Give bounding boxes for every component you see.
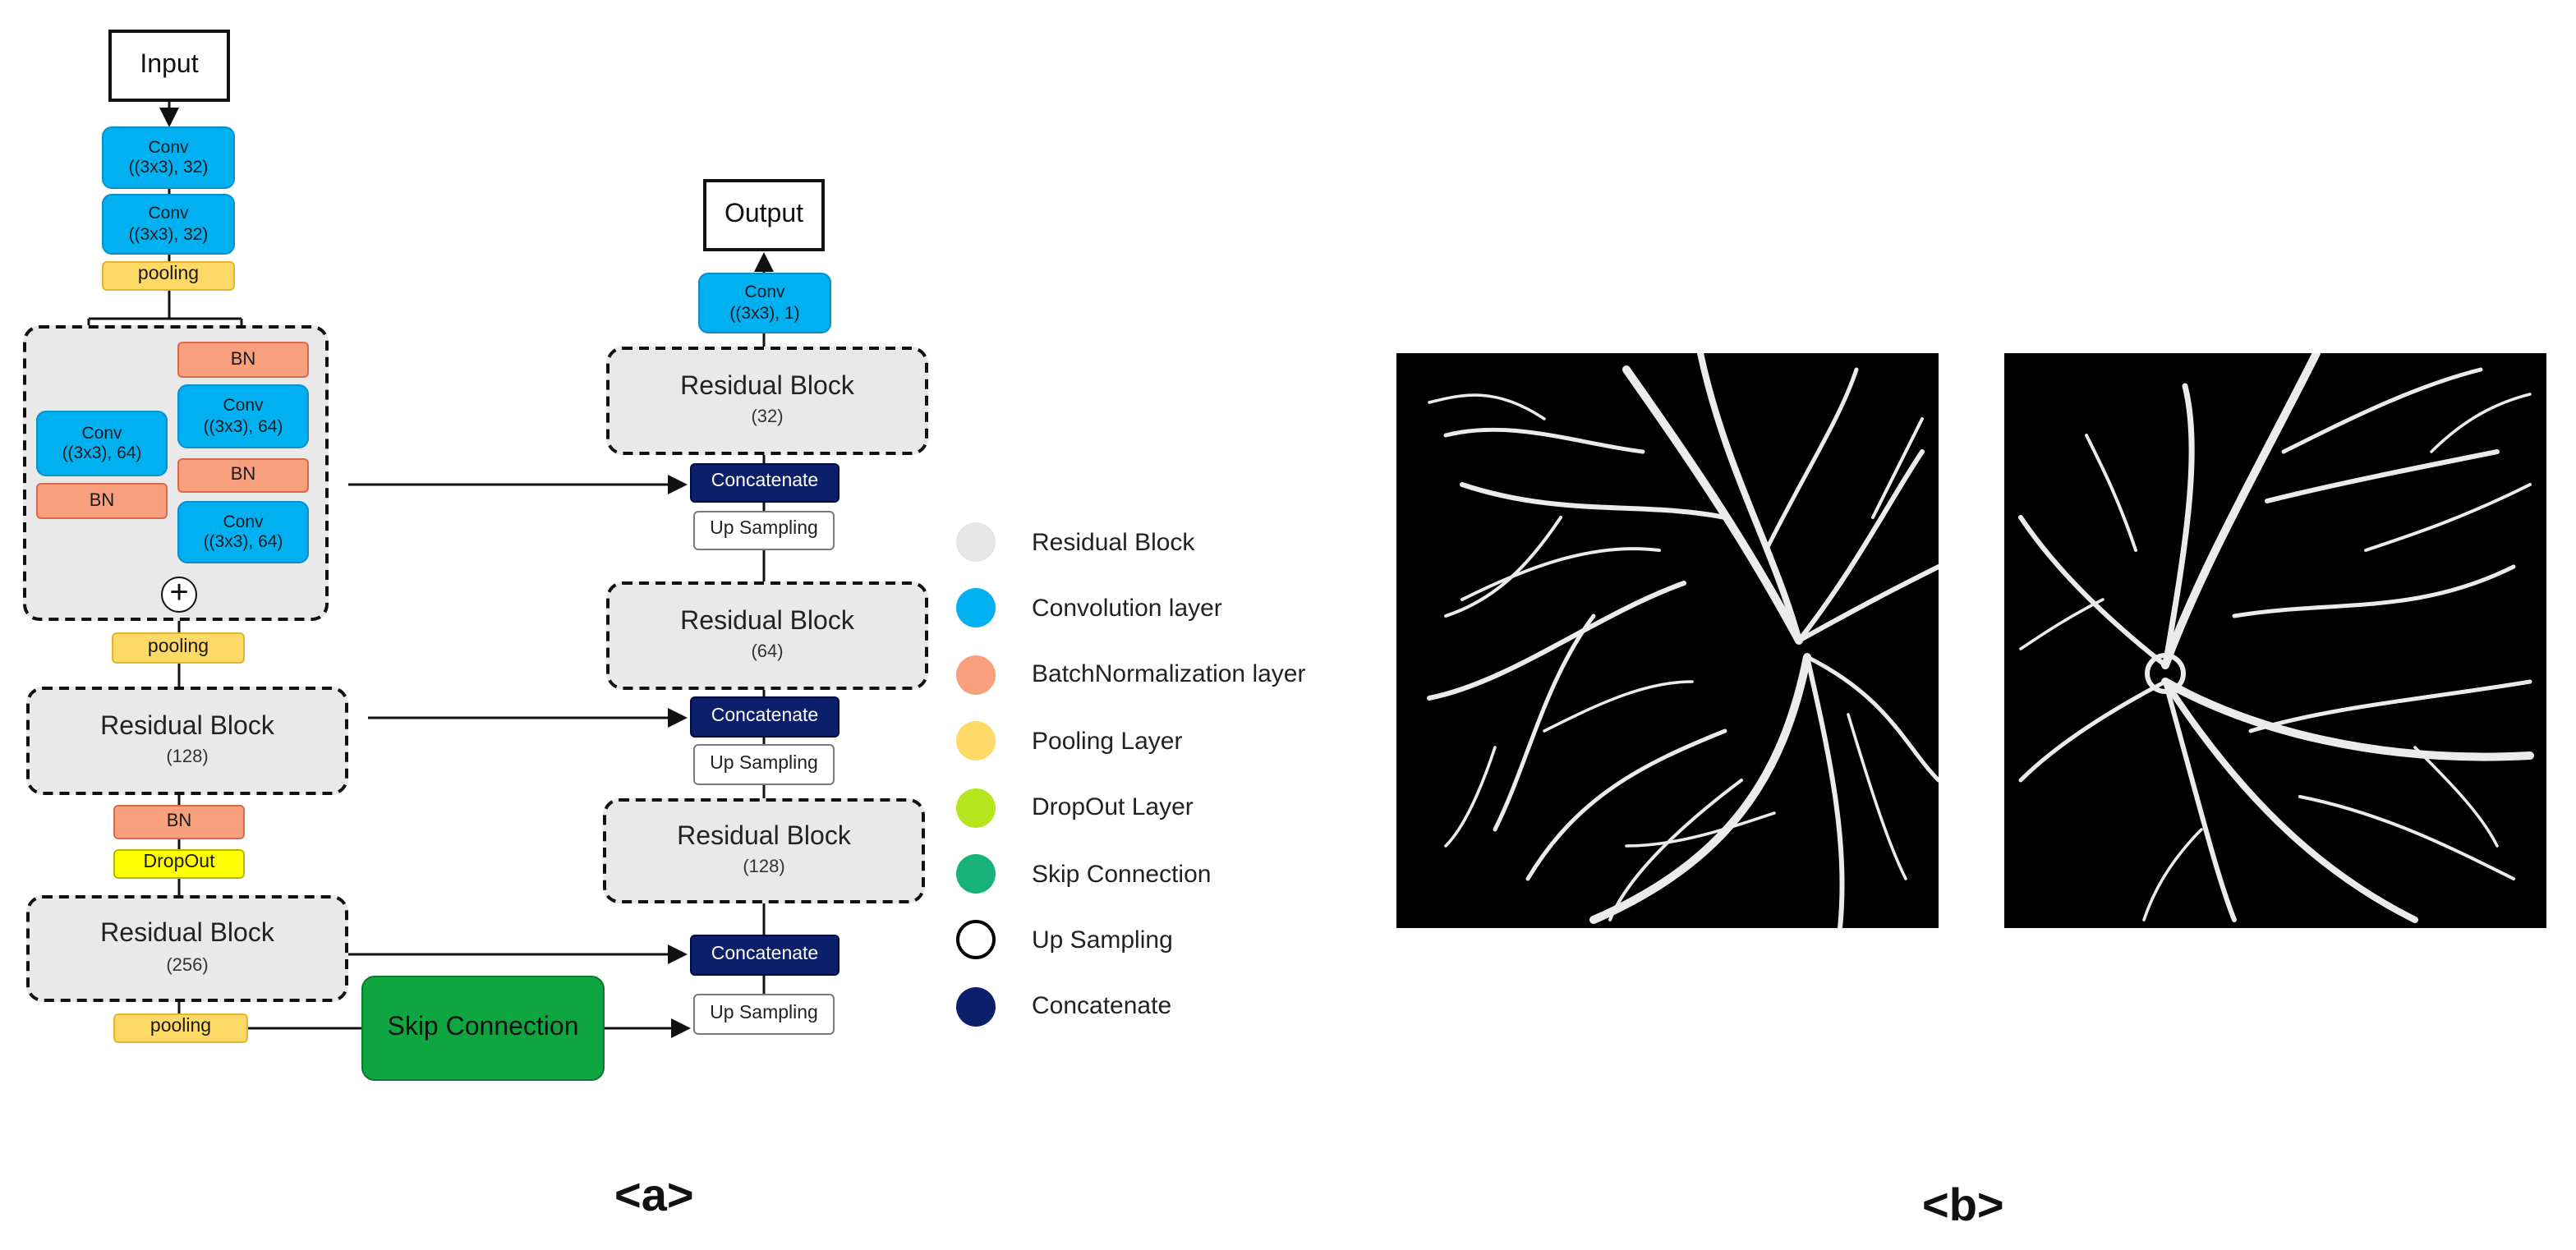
upsampling-layer-3: Up Sampling xyxy=(693,994,835,1035)
decoder-residual-block-128: Residual Block (128) xyxy=(603,798,925,903)
conv-layer-a: Conv ((3x3), 64) xyxy=(177,384,309,448)
conv-title: Conv xyxy=(223,512,264,532)
decoder-residual-block-32: Residual Block (32) xyxy=(606,347,928,455)
shortcut-bn-layer: BN xyxy=(36,483,168,519)
arrow-res256-concat xyxy=(345,940,688,964)
legend-label: Skip Connection xyxy=(1032,860,1212,888)
conv-title: Conv xyxy=(223,396,264,416)
vessel-tree-1 xyxy=(1427,353,1939,928)
conv-spec: ((3x3), 32) xyxy=(128,158,209,177)
bn-layer-c: BN xyxy=(113,805,245,839)
pooling-layer-1: pooling xyxy=(102,261,235,291)
caption-b: <b> xyxy=(1922,1179,2004,1230)
residual-block-size: (32) xyxy=(751,407,784,428)
conv-spec: ((3x3), 64) xyxy=(203,416,283,436)
legend-label: Residual Block xyxy=(1032,528,1195,556)
output-conv-layer: Conv ((3x3), 1) xyxy=(698,273,831,333)
residual-block-title: Residual Block xyxy=(680,607,854,636)
legend-swatch-icon xyxy=(956,920,996,960)
legend-label: DropOut Layer xyxy=(1032,793,1194,822)
input-node: Input xyxy=(108,30,230,102)
vessel-segmentation-image-2 xyxy=(2004,353,2546,928)
residual-block-title: Residual Block xyxy=(100,712,274,741)
output-node: Output xyxy=(703,179,825,251)
legend-item: Skip Connection xyxy=(956,854,1211,894)
legend-item: Pooling Layer xyxy=(956,721,1182,761)
upsampling-layer-2: Up Sampling xyxy=(693,744,835,785)
legend-swatch-icon xyxy=(956,854,996,894)
encoder-residual-block-256: Residual Block (256) xyxy=(26,895,348,1002)
bn-layer-a: BN xyxy=(177,342,309,378)
conv-layer-1: Conv ((3x3), 32) xyxy=(102,126,235,189)
residual-block-title: Residual Block xyxy=(677,822,851,851)
dropout-layer: DropOut xyxy=(113,849,245,879)
residual-block-size: (64) xyxy=(751,642,784,663)
conv-layer-b: Conv ((3x3), 64) xyxy=(177,501,309,563)
legend-label: Convolution layer xyxy=(1032,594,1222,623)
residual-block-title: Residual Block xyxy=(680,372,854,401)
conv-spec: ((3x3), 64) xyxy=(62,443,142,463)
concatenate-layer-1: Concatenate xyxy=(690,463,840,503)
residual-block-size: (128) xyxy=(166,747,209,768)
legend-label: Concatenate xyxy=(1032,992,1172,1021)
residual-block-size: (128) xyxy=(743,857,785,878)
pooling-layer-3: pooling xyxy=(113,1013,248,1043)
upsampling-layer-1: Up Sampling xyxy=(693,511,835,550)
encoder-residual-block-128: Residual Block (128) xyxy=(26,687,348,795)
legend-swatch-icon xyxy=(956,588,996,628)
vessel-tree-2 xyxy=(2018,353,2534,923)
concatenate-layer-2: Concatenate xyxy=(690,696,840,738)
legend-item: Convolution layer xyxy=(956,588,1222,628)
concatenate-layer-3: Concatenate xyxy=(690,935,840,976)
conv-title: Conv xyxy=(148,137,189,158)
add-icon: + xyxy=(161,577,197,613)
legend-item: BatchNormalization layer xyxy=(956,655,1306,695)
legend-swatch-icon xyxy=(956,655,996,695)
legend-item: Up Sampling xyxy=(956,920,1173,960)
legend-swatch-icon xyxy=(956,986,996,1027)
conv-spec: ((3x3), 64) xyxy=(203,532,283,552)
bn-layer-b: BN xyxy=(177,458,309,493)
shortcut-conv-layer: Conv ((3x3), 64) xyxy=(36,411,168,476)
pooling-layer-2: pooling xyxy=(112,632,245,664)
conv-title: Conv xyxy=(148,204,189,224)
decoder-residual-block-64: Residual Block (64) xyxy=(606,581,928,690)
legend-item: Concatenate xyxy=(956,986,1172,1027)
caption-a: <a> xyxy=(614,1170,694,1220)
legend-swatch-icon xyxy=(956,522,996,562)
residual-block-title: Residual Block xyxy=(100,920,274,949)
legend-label: Up Sampling xyxy=(1032,926,1173,954)
legend-swatch-icon xyxy=(956,788,996,828)
conv-spec: ((3x3), 32) xyxy=(128,224,209,244)
conv-spec: ((3x3), 1) xyxy=(729,303,800,323)
skip-connection-block: Skip Connection xyxy=(361,976,605,1081)
conv-title: Conv xyxy=(81,423,122,443)
conv-title: Conv xyxy=(744,283,785,303)
residual-block-size: (256) xyxy=(166,955,209,976)
legend-item: DropOut Layer xyxy=(956,788,1194,828)
legend-item: Residual Block xyxy=(956,522,1194,562)
legend-label: Pooling Layer xyxy=(1032,727,1183,756)
conv-layer-2: Conv ((3x3), 32) xyxy=(102,194,235,255)
legend-swatch-icon xyxy=(956,721,996,761)
legend-label: BatchNormalization layer xyxy=(1032,660,1306,689)
vessel-segmentation-image-1 xyxy=(1396,353,1939,928)
